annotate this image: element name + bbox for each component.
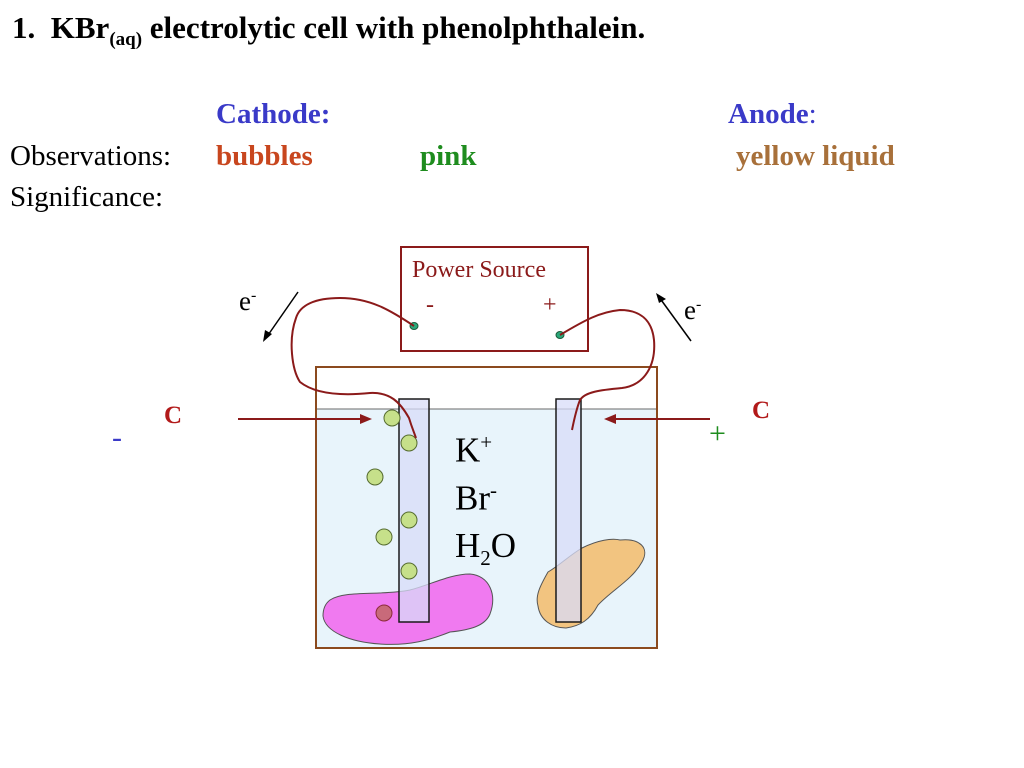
bubble — [400, 511, 418, 529]
water-subscript: 2 — [480, 546, 491, 570]
anode-header: Anode: — [728, 98, 817, 131]
ion-potassium: K+ — [455, 430, 492, 471]
electron-arrowhead-left — [263, 330, 272, 342]
power-source-label: Power Source — [412, 257, 546, 283]
ion-bromide: Br- — [455, 478, 497, 519]
observation-bubbles: bubbles — [216, 140, 313, 172]
title-number: 1. — [12, 10, 36, 45]
water-hydrogen: H — [455, 526, 481, 565]
power-source-positive: + — [543, 292, 557, 318]
potassium-charge: + — [480, 430, 493, 454]
cathode-sign: - — [112, 421, 122, 454]
observation-pink: pink — [420, 140, 477, 172]
bromide-symbol: Br — [455, 478, 490, 518]
anode-label-arrowhead — [604, 414, 616, 424]
electron-right-charge: - — [695, 296, 702, 313]
cathode-wire — [290, 296, 417, 439]
title-state: (aq) — [109, 29, 143, 51]
anode-header-label: Anode — [728, 98, 809, 130]
significance-label: Significance: — [10, 181, 164, 213]
electron-label-left: e- — [239, 286, 256, 317]
bubble — [400, 434, 418, 452]
electron-arrow-left — [265, 291, 299, 339]
page-title: 1. KBr(aq) electrolytic cell with phenol… — [12, 10, 645, 51]
observation-yellow-liquid: yellow liquid — [736, 140, 895, 172]
bubble — [375, 528, 393, 546]
bubble — [383, 409, 401, 427]
cathode-header: Cathode: — [216, 98, 331, 130]
anode-sign: + — [709, 417, 726, 450]
electron-label-right: e- — [684, 295, 701, 326]
power-source-negative: - — [426, 292, 434, 318]
electron-right-symbol: e — [684, 295, 696, 325]
bubble — [375, 604, 393, 622]
title-rest: electrolytic cell with phenolphthalein. — [149, 10, 646, 45]
electron-arrowhead-right — [656, 293, 666, 303]
electron-left-symbol: e — [239, 286, 251, 316]
cathode-label-arrowhead — [360, 414, 372, 424]
observations-label: Observations: — [10, 140, 172, 172]
potassium-symbol: K — [455, 430, 481, 470]
bubble — [400, 562, 418, 580]
anode-wire — [559, 308, 656, 431]
cathode-material-label: C — [164, 402, 183, 429]
electron-arrow-right — [658, 296, 692, 342]
bromide-charge: - — [490, 478, 497, 502]
anode-material-label: C — [752, 397, 771, 424]
electron-left-charge: - — [250, 287, 257, 304]
anode-electrode — [555, 398, 582, 623]
title-compound: KBr — [50, 10, 110, 45]
molecule-water: H2O — [455, 526, 516, 571]
anode-header-colon: : — [808, 98, 817, 130]
bubble — [366, 468, 384, 486]
water-oxygen: O — [490, 526, 517, 565]
